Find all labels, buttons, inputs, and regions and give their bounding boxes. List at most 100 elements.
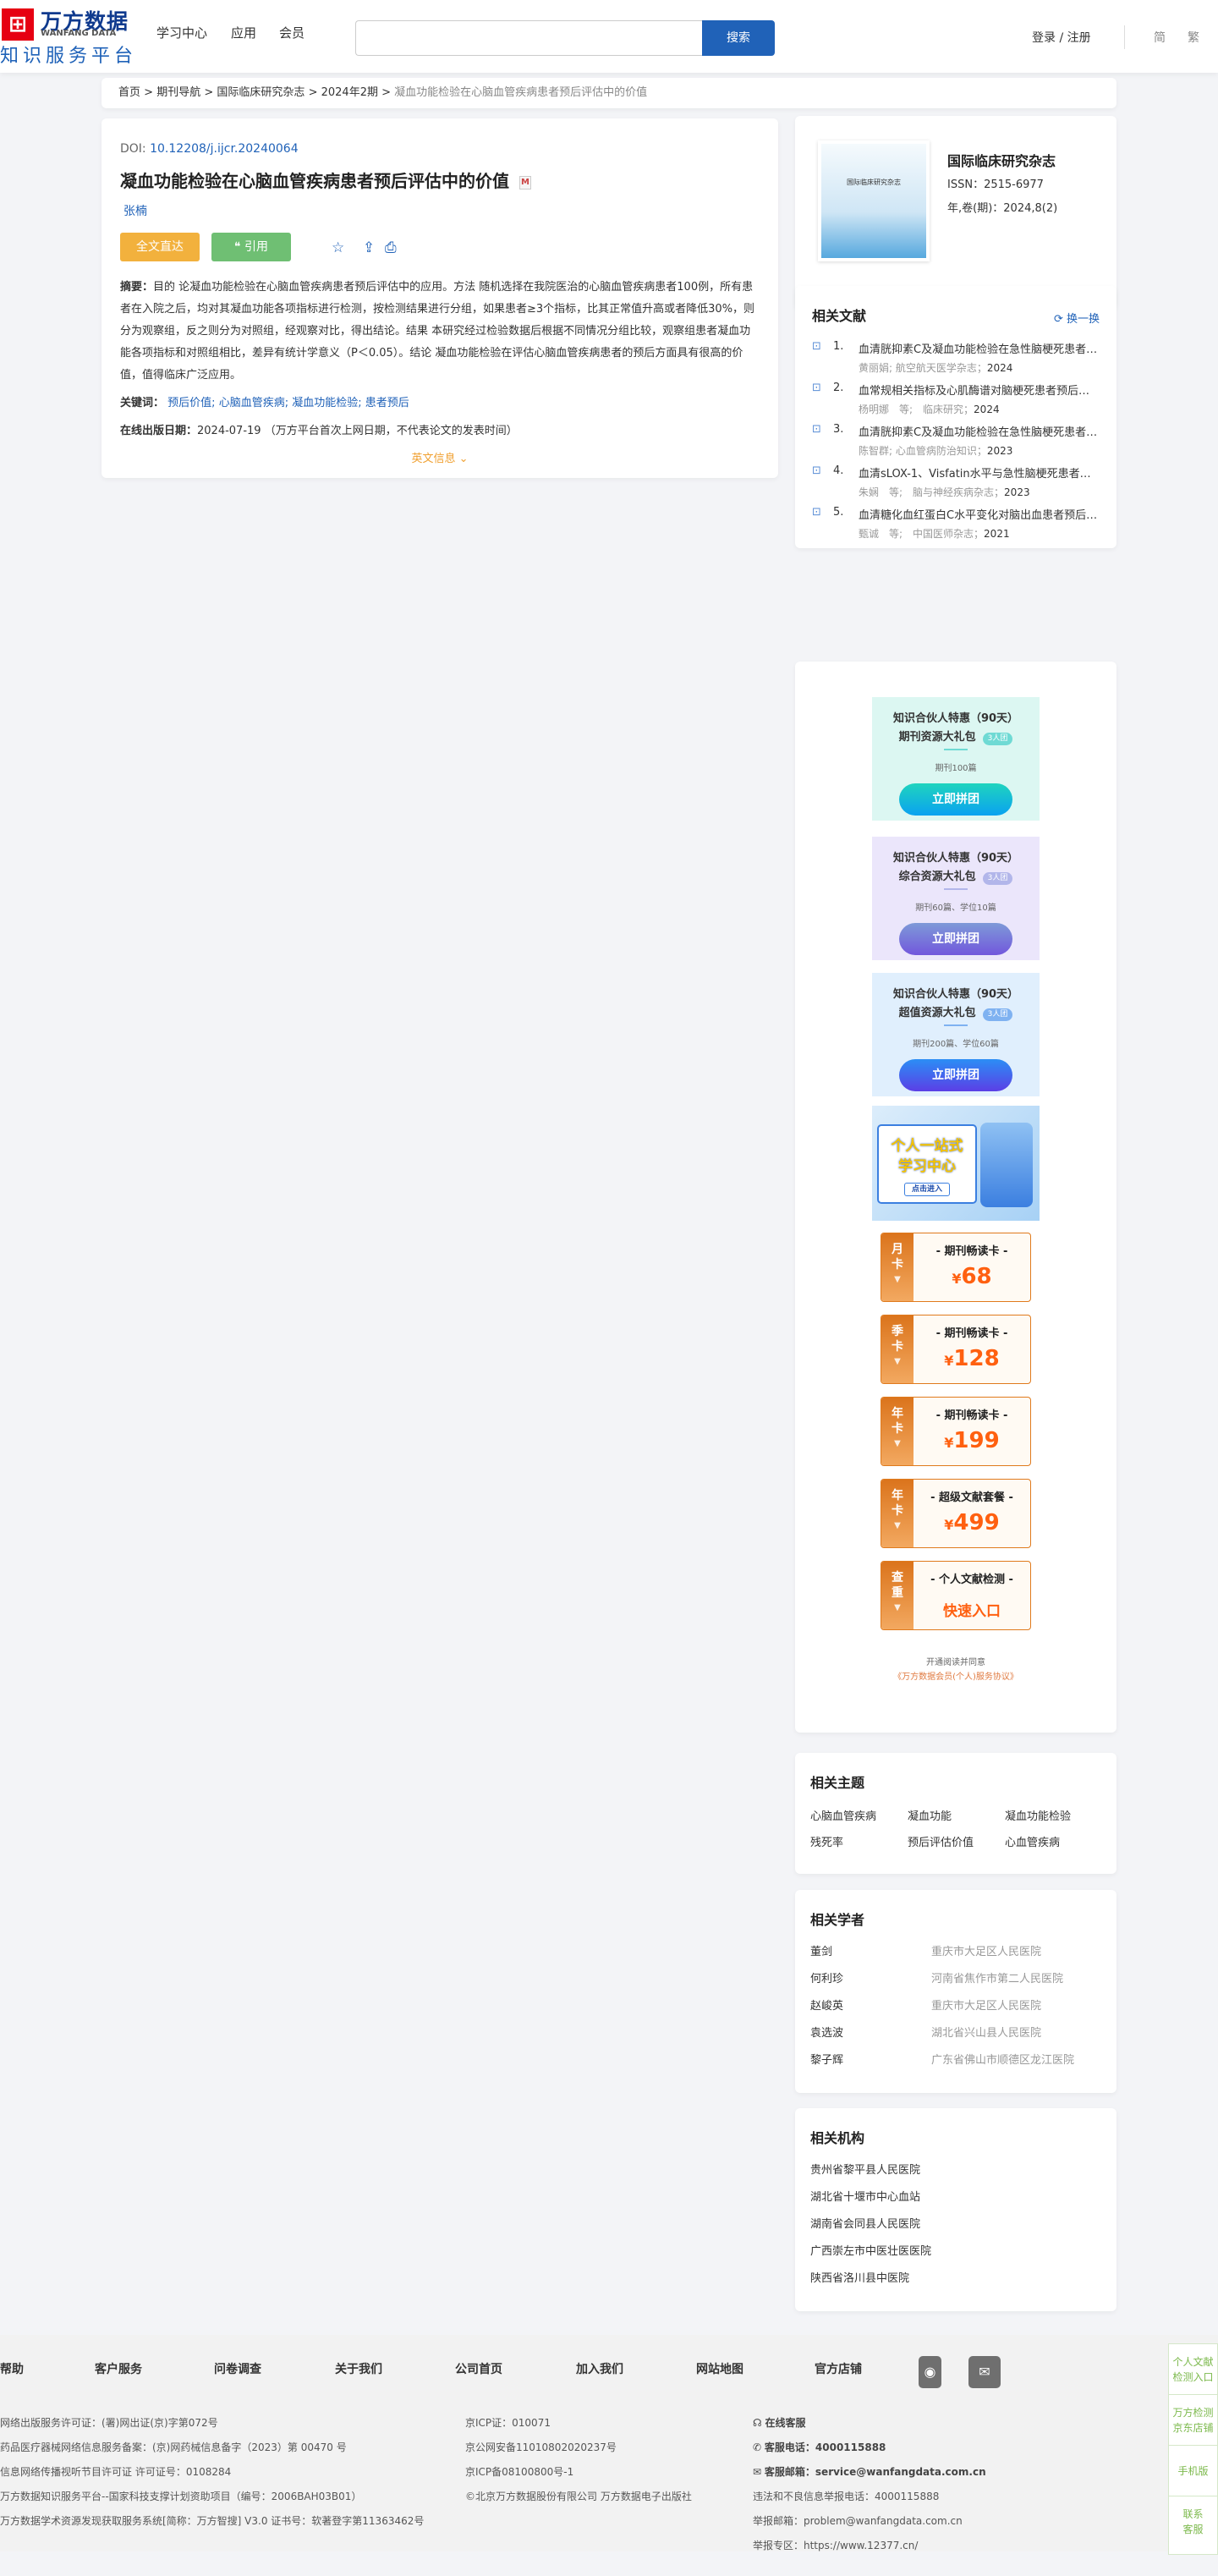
float-contact[interactable]: 联系客服 [1182,2508,1204,2535]
footer-link[interactable]: 官方店铺 [815,2363,862,2376]
author-link[interactable]: 张楠 [123,205,147,218]
nav-learning-center[interactable]: 学习中心 [156,25,208,41]
service-agreement-link[interactable]: 《万方数据会员(个人)服务协议》 [893,1672,1018,1682]
item-title[interactable]: 血常规相关指标及心肌酶谱对脑梗死患者预后的评估价值 [859,385,1100,398]
logo-text[interactable]: 万方数据 [41,9,129,34]
footer-link[interactable]: 加入我们 [576,2363,623,2376]
membership-card[interactable]: 查重▼- 个人文献检测 -快速入口 [881,1561,1031,1630]
wechat-icon[interactable]: ✉ [968,2356,1001,2388]
breadcrumb-issue[interactable]: 2024年2期 [321,86,378,99]
list-item[interactable]: ⊡4.血清sLOX-1、Visfatin水平与急性脑梗死患者预后的关系朱娴 等;… [812,463,1100,504]
weibo-icon[interactable]: ◉ [919,2356,941,2388]
list-item[interactable]: ⊡3.血清胱抑素C及凝血功能检验在急性脑梗死患者中的应用价值陈智群; 心血管病防… [812,421,1100,463]
icp-text[interactable]: 京公网安备11010802020237号 [465,2441,617,2453]
scholar-org[interactable]: 重庆市大足区人民医院 [931,1946,1042,1958]
doi-link[interactable]: 10.12208/j.ijcr.20240064 [150,142,299,156]
scholar-name[interactable]: 袁选波 [810,2027,844,2040]
fulltext-button[interactable]: 全文直达 [120,233,200,261]
topic-link[interactable]: 心血管疾病 [1005,1837,1061,1849]
icp-text[interactable]: ©北京万方数据股份有限公司 万方数据电子出版社 [465,2491,692,2502]
nav-apps[interactable]: 应用 [231,25,257,41]
email-link[interactable]: service@wanfangdata.com.cn [815,2466,986,2478]
list-item[interactable]: ⊡5.血清糖化血红蛋白C水平变化对脑出血患者预后的影响甄诚 等; 中国医师杂志；… [812,504,1100,546]
membership-card[interactable]: 季卡▼- 期刊畅读卡 -¥128 [881,1315,1031,1384]
footer-link[interactable]: 网站地图 [696,2363,743,2376]
keyword-link[interactable]: 心脑血管疾病; [218,397,289,409]
item-title[interactable]: 血清胱抑素C及凝血功能检验在急性脑梗死患者中的应用价值 [859,426,1100,439]
english-info-toggle[interactable]: 英文信息 ⌄ [120,449,760,465]
search-input[interactable] [355,20,702,56]
scholar-org[interactable]: 湖北省兴山县人民医院 [931,2027,1042,2040]
institution-link[interactable]: 陕西省洛川县中医院 [810,2272,910,2285]
scholar-org[interactable]: 广东省佛山市顺德区龙江医院 [931,2054,1075,2067]
item-title[interactable]: 血清糖化血红蛋白C水平变化对脑出血患者预后的影响 [859,509,1100,522]
star-icon[interactable]: ☆ [332,239,345,256]
group-buy-button[interactable]: 立即拼团 [899,1059,1012,1091]
lang-simplified[interactable]: 简 [1154,31,1166,45]
footer-link[interactable]: 问卷调查 [214,2363,261,2376]
institution-link[interactable]: 贵州省黎平县人民医院 [810,2164,921,2177]
list-item[interactable]: ⊡2.血常规相关指标及心肌酶谱对脑梗死患者预后的评估价值杨明娜 等; 临床研究；… [812,380,1100,421]
scholar-name[interactable]: 赵峻英 [810,2000,844,2013]
scholar-name[interactable]: 何利珍 [810,1973,844,1986]
topic-link[interactable]: 凝血功能 [908,1810,952,1823]
print-icon[interactable]: ⎙ [385,239,397,256]
topic-link[interactable]: 预后评估价值 [908,1837,974,1849]
report-email[interactable]: 举报邮箱：problem@wanfangdata.com.cn [753,2515,963,2527]
institution-link[interactable]: 湖北省十堰市中心血站 [810,2191,921,2204]
scholar-org[interactable]: 重庆市大足区人民医院 [931,2000,1042,2013]
float-jd-store[interactable]: 万方检测京东店铺 [1169,2395,1217,2446]
scholar-name[interactable]: 董剑 [810,1946,833,1958]
chevron-down-icon: ⌄ [458,453,469,465]
group-buy-button[interactable]: 立即拼团 [899,783,1012,816]
search-button[interactable]: 搜索 [702,20,775,56]
pack-title: 知识合伙人特惠（90天） [892,988,1019,1001]
keyword-link[interactable]: 预后价值; [167,397,216,409]
footer-link[interactable]: 关于我们 [335,2363,382,2376]
footer-link[interactable]: 公司首页 [455,2363,502,2376]
lang-traditional[interactable]: 繁 [1188,31,1199,45]
m-badge-icon[interactable]: M [519,175,531,189]
list-item[interactable]: ⊡1.血清胱抑素C及凝血功能检验在急性脑梗死患者中的应用价值黄丽娟; 航空航天医… [812,338,1100,380]
online-service-link[interactable]: 在线客服 [765,2417,806,2429]
membership-card[interactable]: 月卡▼- 期刊畅读卡 -¥68 [881,1233,1031,1302]
membership-card[interactable]: 年卡▼- 期刊畅读卡 -¥199 [881,1397,1031,1466]
icp-text[interactable]: 京ICP备08100800号-1 [465,2466,574,2478]
share-icon[interactable]: ⇪ [363,239,376,256]
journal-cover[interactable]: 国际临床研究杂志 [818,140,930,261]
keyword-link[interactable]: 患者预后 [365,397,409,409]
breadcrumb-journals[interactable]: 期刊导航 [156,86,201,99]
banner-enter-button[interactable]: 点击进入 [903,1183,950,1196]
topic-link[interactable]: 心脑血管疾病 [810,1810,877,1823]
breadcrumb-home[interactable]: 首页 [118,86,141,99]
logo-mark[interactable]: ⊞ [2,8,34,41]
journal-name[interactable]: 国际临床研究杂志 [947,153,1056,169]
membership-card[interactable]: 年卡▼- 超级文献套餐 -¥499 [881,1479,1031,1548]
institution-link[interactable]: 广西崇左市中医壮医医院 [810,2245,932,2258]
scholar-name[interactable]: 黎子辉 [810,2054,844,2067]
report-zone[interactable]: 举报专区：https://www.12377.cn/ [753,2540,919,2551]
institution-link[interactable]: 湖南省会同县人民医院 [810,2218,921,2231]
icp-text[interactable]: 京ICP证：010071 [465,2417,551,2429]
breadcrumb-journal[interactable]: 国际临床研究杂志 [217,86,305,99]
login-register-link[interactable]: 登录 / 注册 [1032,31,1091,45]
scholar-org[interactable]: 河南省焦作市第二人民医院 [931,1973,1064,1986]
topic-link[interactable]: 残死率 [810,1837,844,1849]
swap-button[interactable]: ⟳ 换一换 [1054,310,1100,326]
book-icon: ⊡ [812,464,821,477]
topic-link[interactable]: 凝血功能检验 [1005,1810,1072,1823]
cite-button[interactable]: ❝ 引用 [211,233,291,261]
abstract: 摘要：目的 论凝血功能检验在心脑血管疾病患者预后评估中的应用。方法 随机选择在我… [120,277,760,387]
group-buy-button[interactable]: 立即拼团 [899,923,1012,955]
nav-membership[interactable]: 会员 [279,25,305,41]
float-mobile[interactable]: 手机版 [1169,2446,1217,2496]
item-meta-text: 陈智群; 心血管病防治知识； [859,445,987,457]
footer-link[interactable]: 客户服务 [95,2363,142,2376]
item-title[interactable]: 血清胱抑素C及凝血功能检验在急性脑梗死患者中的应用价值 [859,343,1100,356]
footer-link[interactable]: 帮助 [0,2363,24,2376]
float-plagiarism-check[interactable]: 个人文献检测入口 [1169,2344,1217,2395]
keyword-link[interactable]: 凝血功能检验; [292,397,362,409]
learning-center-banner[interactable]: 个人一站式学习中心点击进入 [872,1106,1040,1221]
item-title[interactable]: 血清sLOX-1、Visfatin水平与急性脑梗死患者预后的关系 [859,468,1100,481]
